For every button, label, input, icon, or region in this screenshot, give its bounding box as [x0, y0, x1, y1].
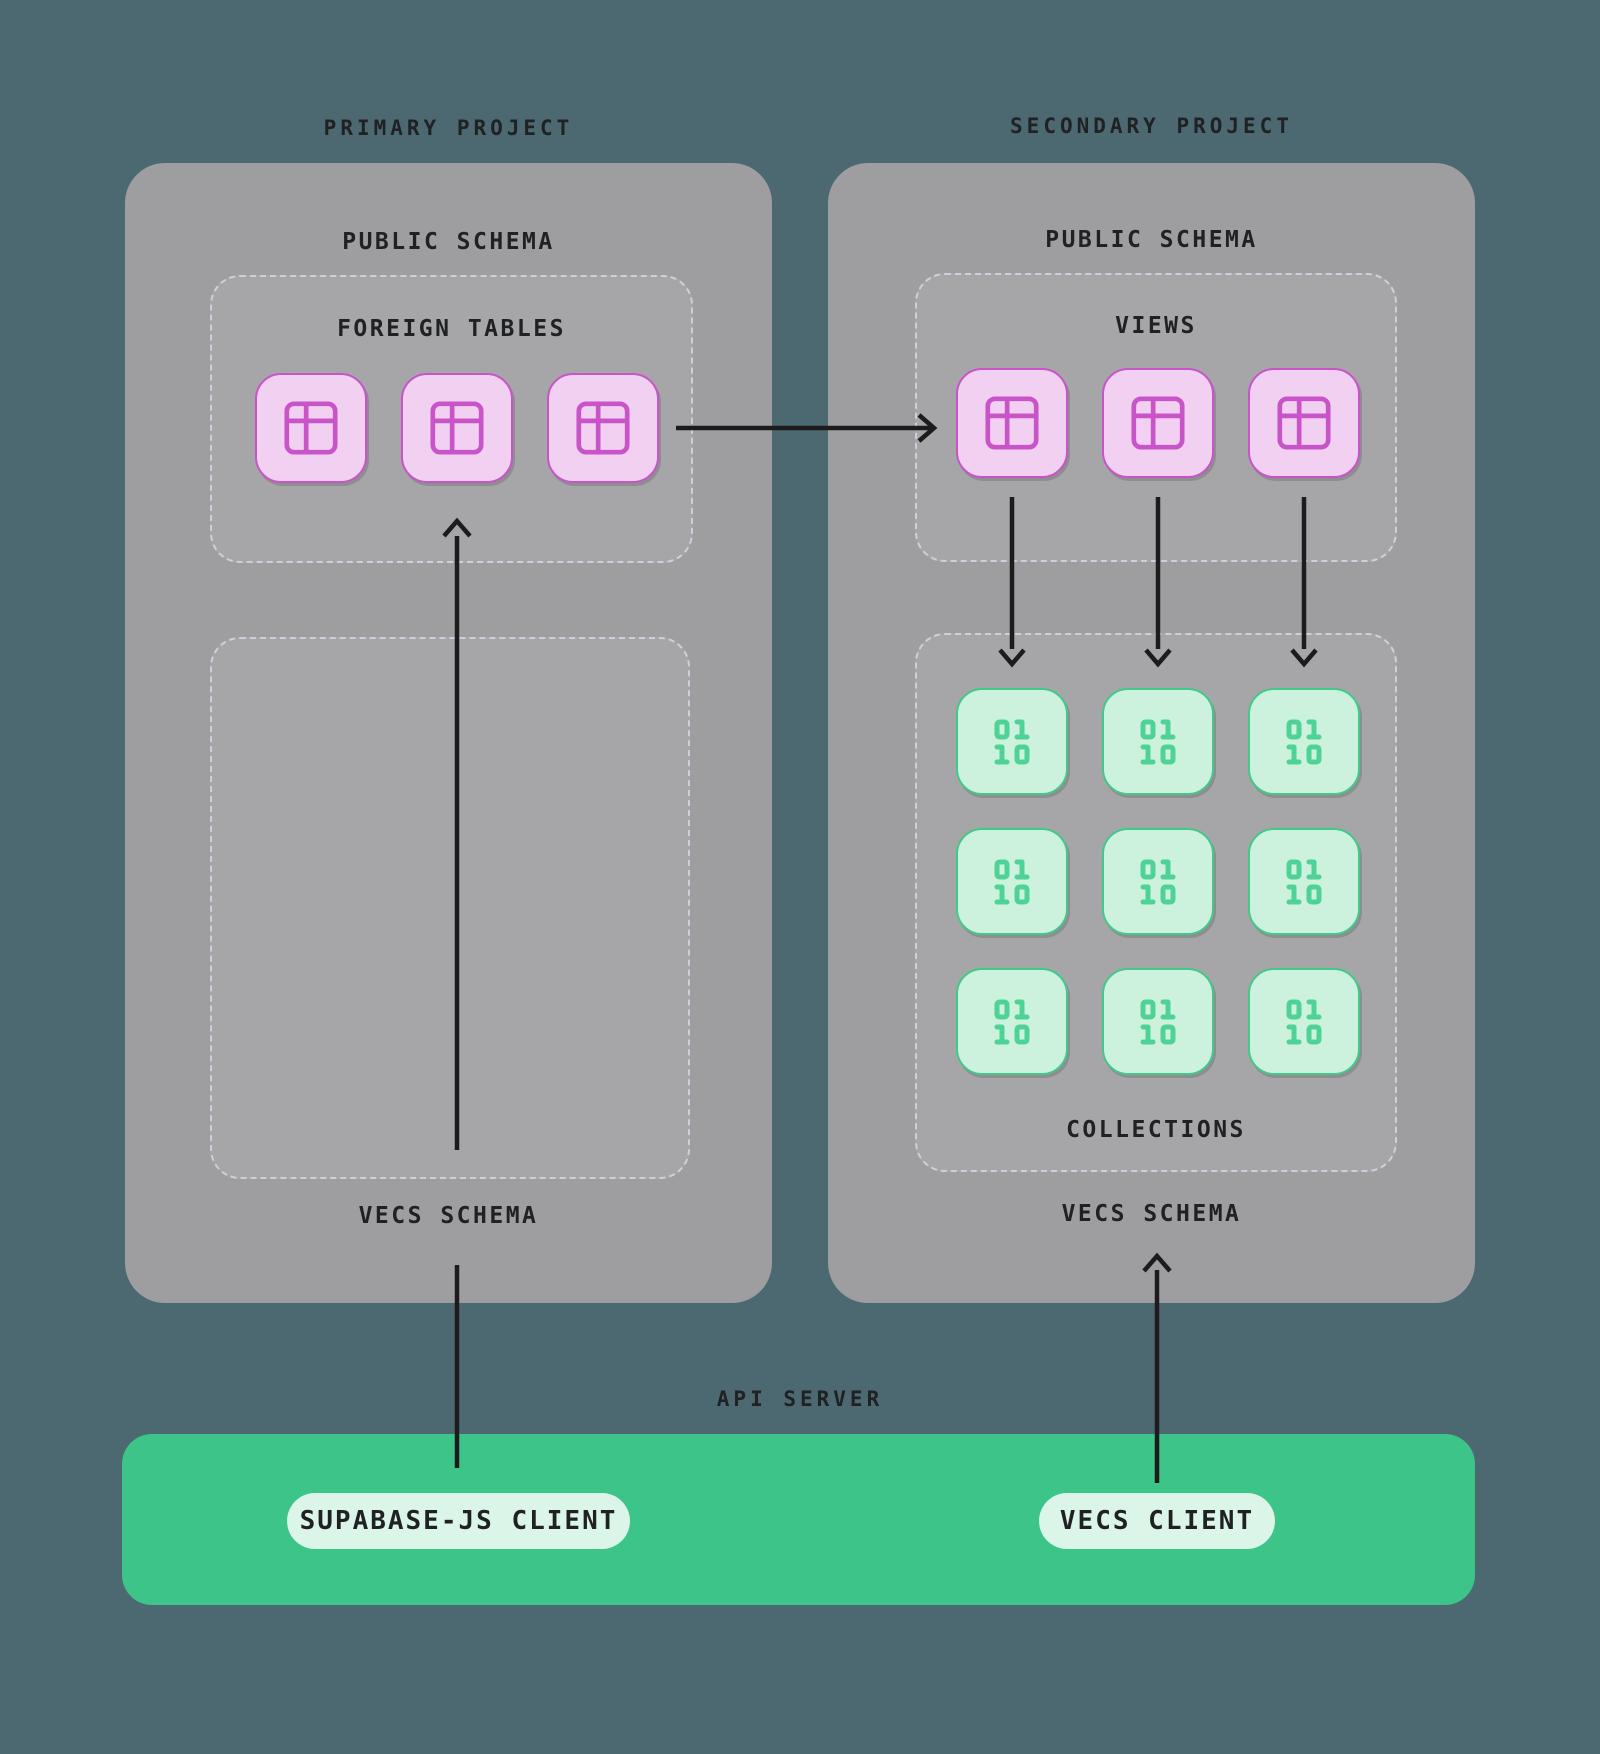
collection-tile	[1248, 968, 1360, 1075]
table-icon	[1125, 390, 1191, 456]
binary-icon	[1128, 852, 1188, 912]
collection-tile	[956, 968, 1068, 1075]
supabase-js-client-pill: SUPABASE-JS CLIENT	[287, 1493, 630, 1549]
table-icon	[979, 390, 1045, 456]
collection-tile	[956, 828, 1068, 935]
collection-tile	[956, 688, 1068, 795]
table-icon	[278, 395, 344, 461]
foreign-table-tile	[401, 373, 513, 483]
secondary-project-title: SECONDARY PROJECT	[1010, 114, 1293, 138]
collections-label: COLLECTIONS	[1066, 1117, 1246, 1143]
foreign-table-tile	[255, 373, 367, 483]
api-server-label: API SERVER	[716, 1387, 884, 1411]
vecs-client-pill: VECS CLIENT	[1039, 1493, 1275, 1549]
table-icon	[1271, 390, 1337, 456]
table-icon	[570, 395, 636, 461]
collection-tile	[1248, 828, 1360, 935]
view-tile	[956, 368, 1068, 478]
table-icon	[424, 395, 490, 461]
vecs-schema-empty-box	[210, 637, 690, 1179]
binary-icon	[1274, 712, 1334, 772]
binary-icon	[1274, 852, 1334, 912]
binary-icon	[982, 712, 1042, 772]
public-schema-label-secondary: PUBLIC SCHEMA	[1045, 227, 1258, 253]
binary-icon	[982, 852, 1042, 912]
view-tile	[1248, 368, 1360, 478]
binary-icon	[1274, 992, 1334, 1052]
views-label: VIEWS	[1115, 313, 1197, 339]
foreign-table-tile	[547, 373, 659, 483]
public-schema-label-primary: PUBLIC SCHEMA	[342, 229, 555, 255]
collection-tile	[1102, 688, 1214, 795]
collection-tile	[1102, 968, 1214, 1075]
view-tile	[1102, 368, 1214, 478]
binary-icon	[982, 992, 1042, 1052]
vecs-schema-label-secondary: VECS SCHEMA	[1061, 1201, 1242, 1227]
binary-icon	[1128, 712, 1188, 772]
collection-tile	[1248, 688, 1360, 795]
primary-project-title: PRIMARY PROJECT	[323, 116, 574, 140]
collection-tile	[1102, 828, 1214, 935]
binary-icon	[1128, 992, 1188, 1052]
foreign-tables-label: FOREIGN TABLES	[337, 316, 566, 342]
vecs-schema-label-primary: VECS SCHEMA	[358, 1203, 539, 1229]
